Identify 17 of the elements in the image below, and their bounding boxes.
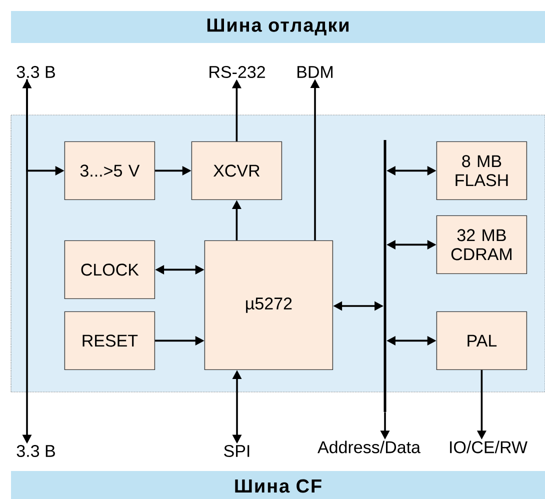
bus-band: Шина CF <box>11 471 545 499</box>
signal-label: IO/CE/RW <box>450 440 528 454</box>
signal-label: 3.3 В <box>16 444 55 458</box>
bus-band: Шина отладки <box>11 11 545 43</box>
signal-label: BDM <box>298 66 332 78</box>
signal-label: SPI <box>224 444 250 458</box>
signal-label: 3.3 В <box>16 66 55 78</box>
block-box: PAL <box>436 311 528 370</box>
block-box: µ5272 <box>204 240 334 370</box>
signal-label: RS-232 <box>210 66 265 78</box>
block-box: CLOCK <box>64 240 156 300</box>
block-box: 32 MB CDRAM <box>436 215 528 274</box>
signal-label: Address/Data <box>318 440 420 454</box>
block-box: 8 MB FLASH <box>436 141 528 200</box>
block-box: 3...>5 V <box>64 141 156 200</box>
block-box: XCVR <box>191 141 282 200</box>
block-box: RESET <box>64 311 156 370</box>
